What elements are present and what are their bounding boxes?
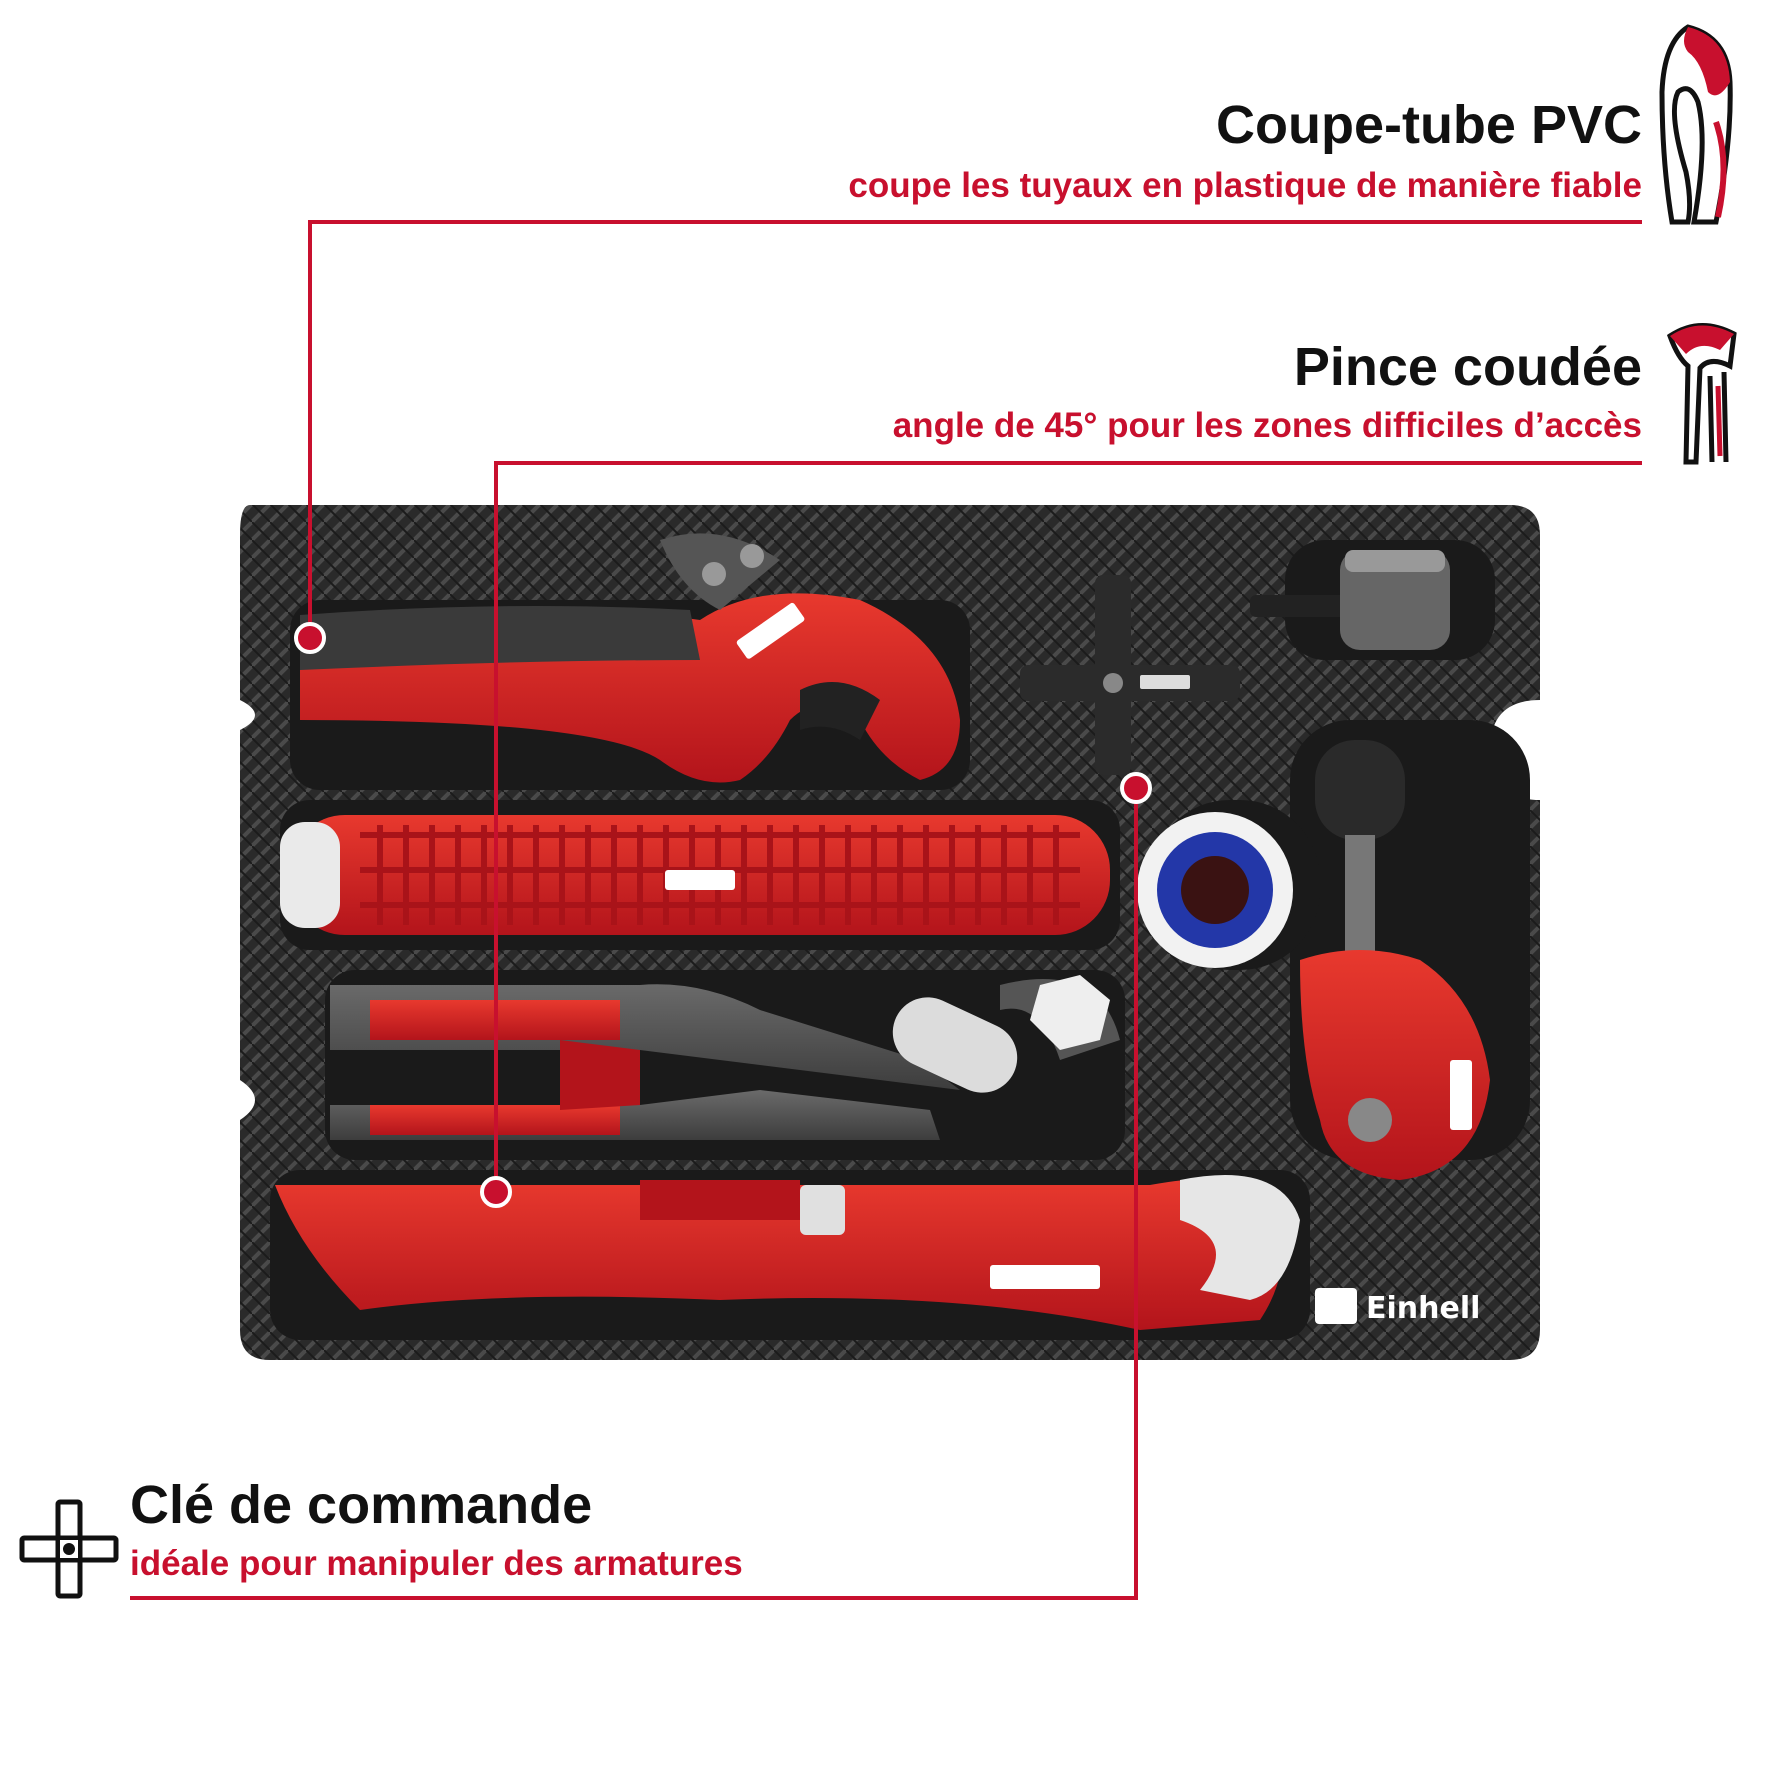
control-key-title: Clé de commande	[130, 1475, 593, 1535]
control-key-leader-v	[1134, 784, 1138, 1600]
ptfe-tape-roll	[1137, 812, 1293, 968]
cross-key-tool	[1020, 575, 1240, 775]
pvc-cutter-subtitle: coupe les tuyaux en plastique de manière…	[848, 166, 1642, 205]
angled-pliers-leader-dot	[480, 1176, 512, 1208]
pvc-cutter-leader-v	[308, 220, 312, 640]
basin-wrench-tool	[280, 815, 1110, 935]
bit-tool	[1250, 550, 1450, 650]
pipe-wrench-tool	[275, 1175, 1300, 1330]
angled-pliers-subtitle: angle de 45° pour les zones difficiles d…	[892, 406, 1642, 445]
tube-cutter-tool	[1300, 740, 1490, 1180]
pvc-cutter-icon	[1659, 24, 1733, 225]
pvc-cutter-tool	[300, 533, 960, 783]
tray-logo: Einhell	[1315, 1288, 1480, 1326]
pvc-cutter-leader-h	[308, 220, 1642, 224]
control-key-leader-h	[130, 1596, 1138, 1600]
angled-pliers-title: Pince coudée	[1293, 337, 1642, 397]
control-key-subtitle: idéale pour manipuler des armatures	[130, 1544, 743, 1583]
angled-pliers-leader-v	[494, 461, 498, 1191]
cross-key-icon	[19, 1499, 119, 1599]
pvc-cutter-leader-dot	[294, 622, 326, 654]
angled-pliers-leader-h	[494, 461, 1642, 465]
pvc-cutter-title: Coupe-tube PVC	[1216, 95, 1642, 155]
water-pump-pliers-tool	[330, 975, 1120, 1140]
control-key-leader-dot	[1120, 772, 1152, 804]
angled-pliers-icon	[1666, 323, 1737, 465]
svg-text:Einhell: Einhell	[1366, 1291, 1480, 1326]
